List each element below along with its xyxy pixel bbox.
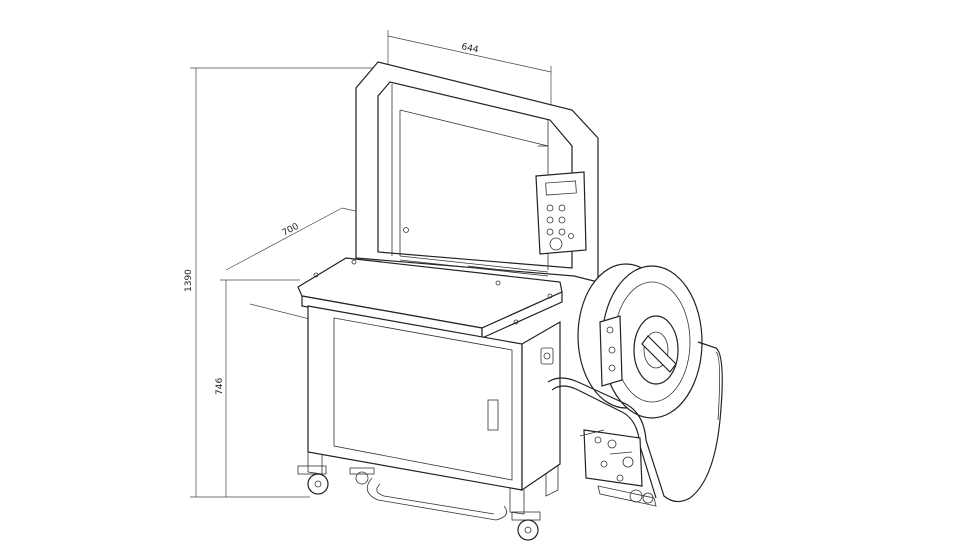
caster-rear bbox=[349, 467, 375, 485]
dim-746: 746 bbox=[215, 378, 225, 395]
door-handle bbox=[487, 399, 499, 431]
casters bbox=[297, 465, 541, 541]
cabinet-body bbox=[307, 305, 561, 515]
table-top bbox=[297, 257, 563, 339]
strap-reel bbox=[577, 263, 703, 419]
dim-644: 644 bbox=[460, 42, 479, 55]
control-panel bbox=[535, 171, 587, 255]
caster-front-right bbox=[511, 511, 541, 541]
display-screen bbox=[545, 180, 577, 196]
dim-700: 700 bbox=[281, 222, 301, 239]
caster-front-left bbox=[297, 465, 329, 495]
dim-1390: 1390 bbox=[184, 269, 194, 292]
emergency-stop bbox=[549, 237, 563, 251]
reel-handle bbox=[641, 335, 677, 373]
tension-mechanism bbox=[579, 429, 657, 507]
foot-bar bbox=[366, 477, 508, 521]
reel-guard bbox=[547, 341, 723, 503]
arch-frame bbox=[355, 61, 599, 283]
